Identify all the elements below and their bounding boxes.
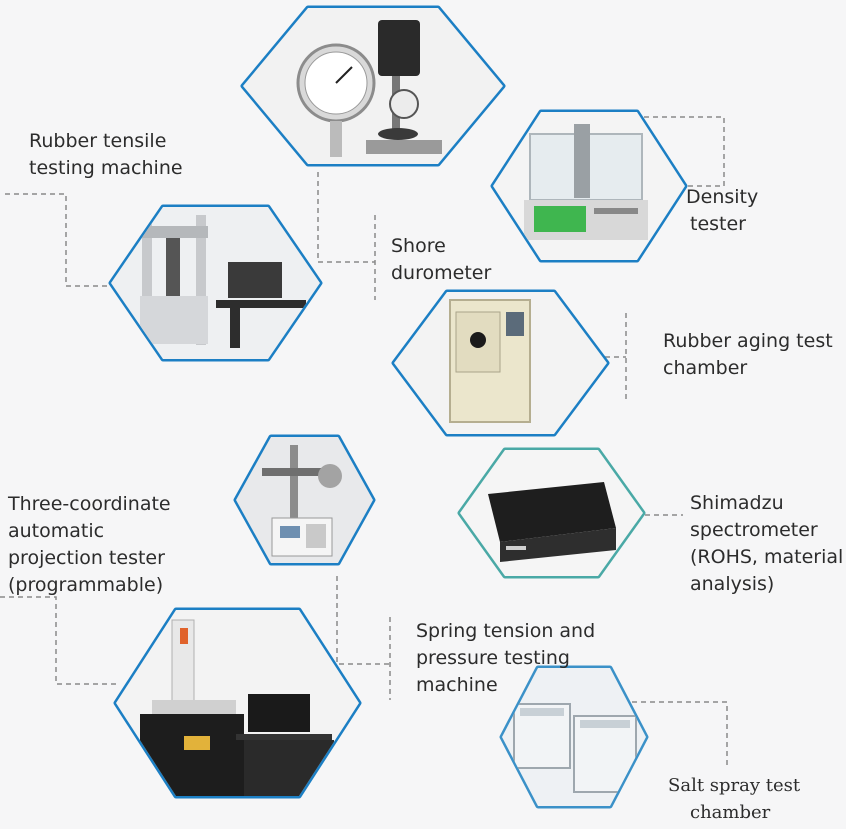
- connector-density: [626, 116, 725, 187]
- aging-chamber-photo: [394, 292, 607, 434]
- spectrometer-photo: [460, 450, 643, 576]
- projection-tester-photo: [116, 610, 359, 796]
- connector-tensile: [5, 193, 130, 287]
- spring-tester-photo: [236, 437, 373, 563]
- salt-spray-chamber-photo: [502, 668, 646, 806]
- density-tester-photo: [493, 112, 685, 260]
- tensile-machine-photo: [111, 207, 320, 359]
- connector-saltspray: [632, 701, 728, 765]
- connector-projection: [0, 596, 116, 685]
- shore-durometer-photo: [243, 8, 503, 164]
- connector-spring: [336, 576, 390, 665]
- connector-shore: [317, 172, 375, 263]
